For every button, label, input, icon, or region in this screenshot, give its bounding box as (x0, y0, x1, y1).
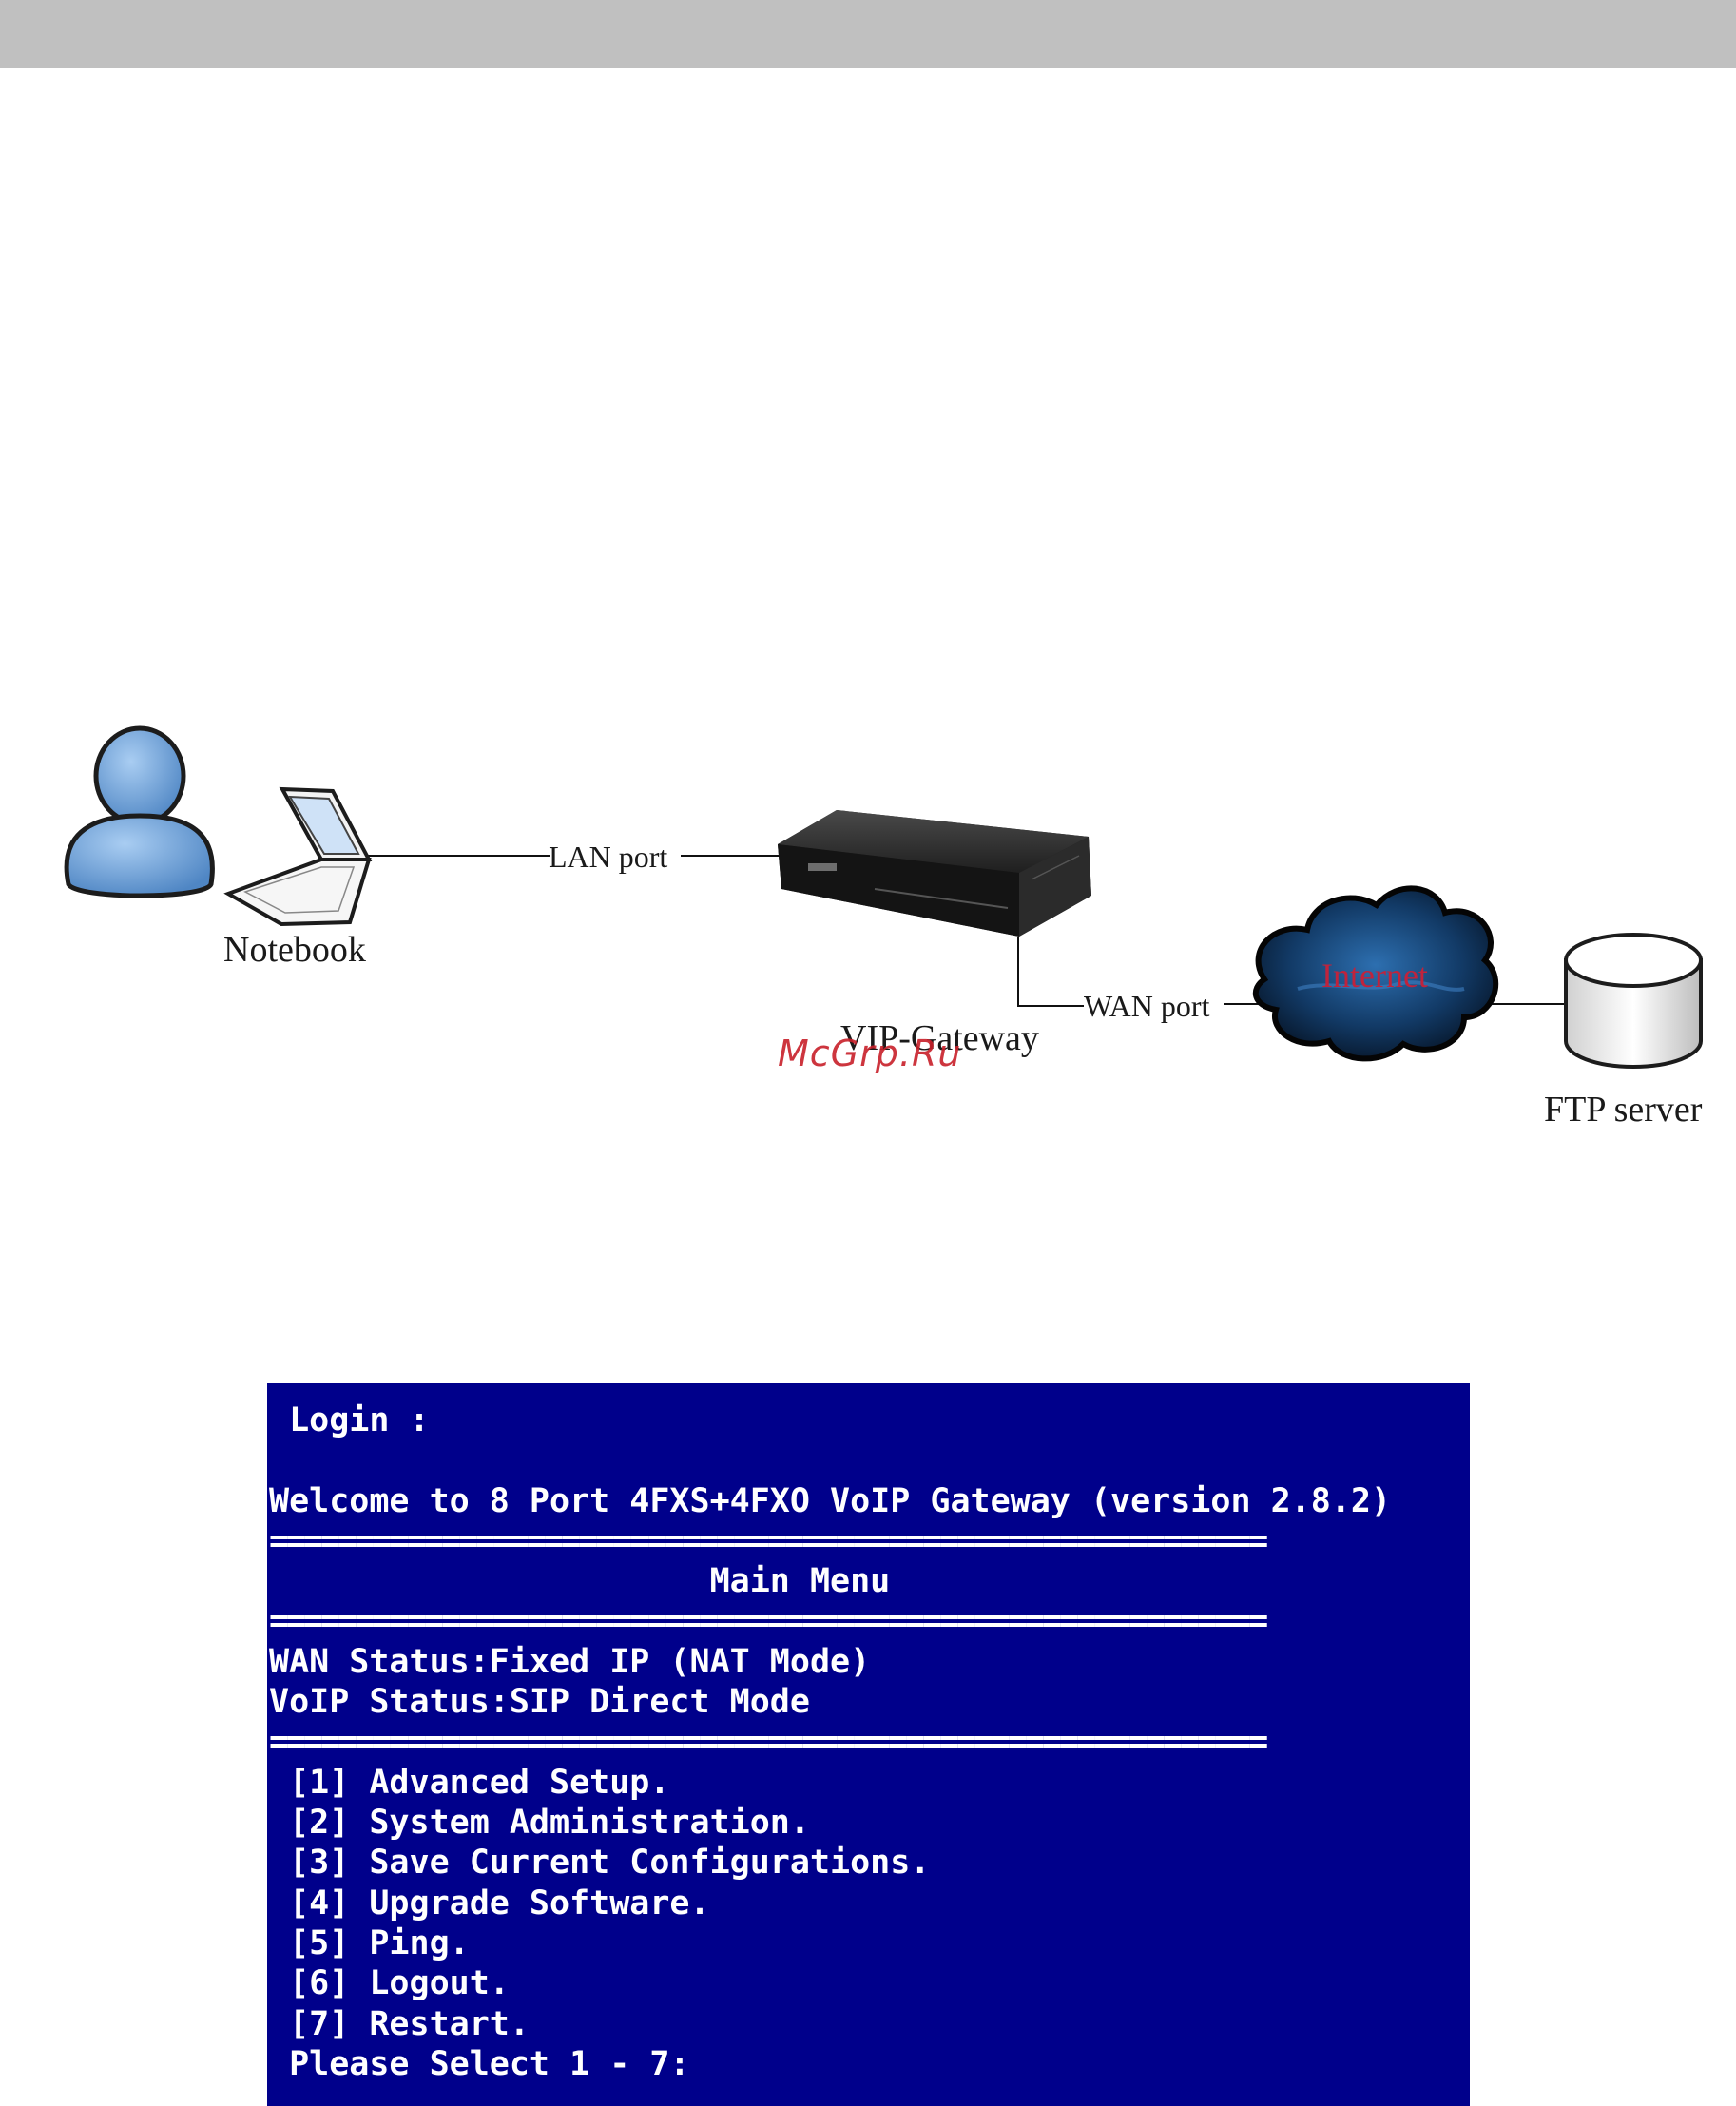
menu-item-restart[interactable]: [7] Restart. (269, 2005, 530, 2043)
menu-item-advanced-setup[interactable]: [1] Advanced Setup. (269, 1764, 670, 1802)
notebook-label: Notebook (223, 930, 366, 970)
notebook-icon (223, 786, 373, 927)
wan-status-line: WAN Status:Fixed IP (NAT Mode) (269, 1643, 871, 1681)
page-header-bar (0, 0, 1736, 68)
menu-item-save-configurations[interactable]: [3] Save Current Configurations. (269, 1844, 931, 1882)
diagram-graphics (64, 725, 1703, 1069)
menu-item-system-administration[interactable]: [2] System Administration. (269, 1804, 810, 1842)
internet-label: Internet (1321, 956, 1428, 995)
ftp-server-icon (1564, 933, 1703, 1069)
watermark: McGrp.Ru (778, 1033, 962, 1074)
login-prompt: Login : (269, 1401, 430, 1439)
voip-status-line: VoIP Status:SIP Direct Mode (269, 1683, 810, 1721)
gateway-label: VIP-Gateway (840, 1018, 1039, 1058)
menu-item-ping[interactable]: [5] Ping. (269, 1924, 470, 1962)
gateway-device-icon (778, 810, 1091, 937)
welcome-line: Welcome to 8 Port 4FXS+4FXO VoIP Gateway… (269, 1482, 1392, 1520)
separator-line: ========================================… (269, 1723, 1268, 1761)
lan-port-label: LAN port (549, 840, 668, 874)
terminal-window: Login : Welcome to 8 Port 4FXS+4FXO VoIP… (267, 1383, 1470, 2106)
user-icon (64, 725, 215, 898)
separator-line: ========================================… (269, 1602, 1268, 1640)
menu-item-logout[interactable]: [6] Logout. (269, 1964, 510, 2002)
menu-title: Main Menu (269, 1562, 891, 1600)
ftp-server-label: FTP server (1544, 1090, 1703, 1130)
network-diagram: Notebook LAN port VIP-Gateway WAN port I… (0, 666, 1736, 1179)
wan-port-label: WAN port (1084, 989, 1210, 1023)
select-prompt[interactable]: Please Select 1 - 7: (269, 2045, 690, 2083)
internet-cloud-icon (1252, 885, 1499, 1062)
separator-line: ========================================… (269, 1522, 1268, 1560)
menu-item-upgrade-software[interactable]: [4] Upgrade Software. (269, 1884, 710, 1922)
